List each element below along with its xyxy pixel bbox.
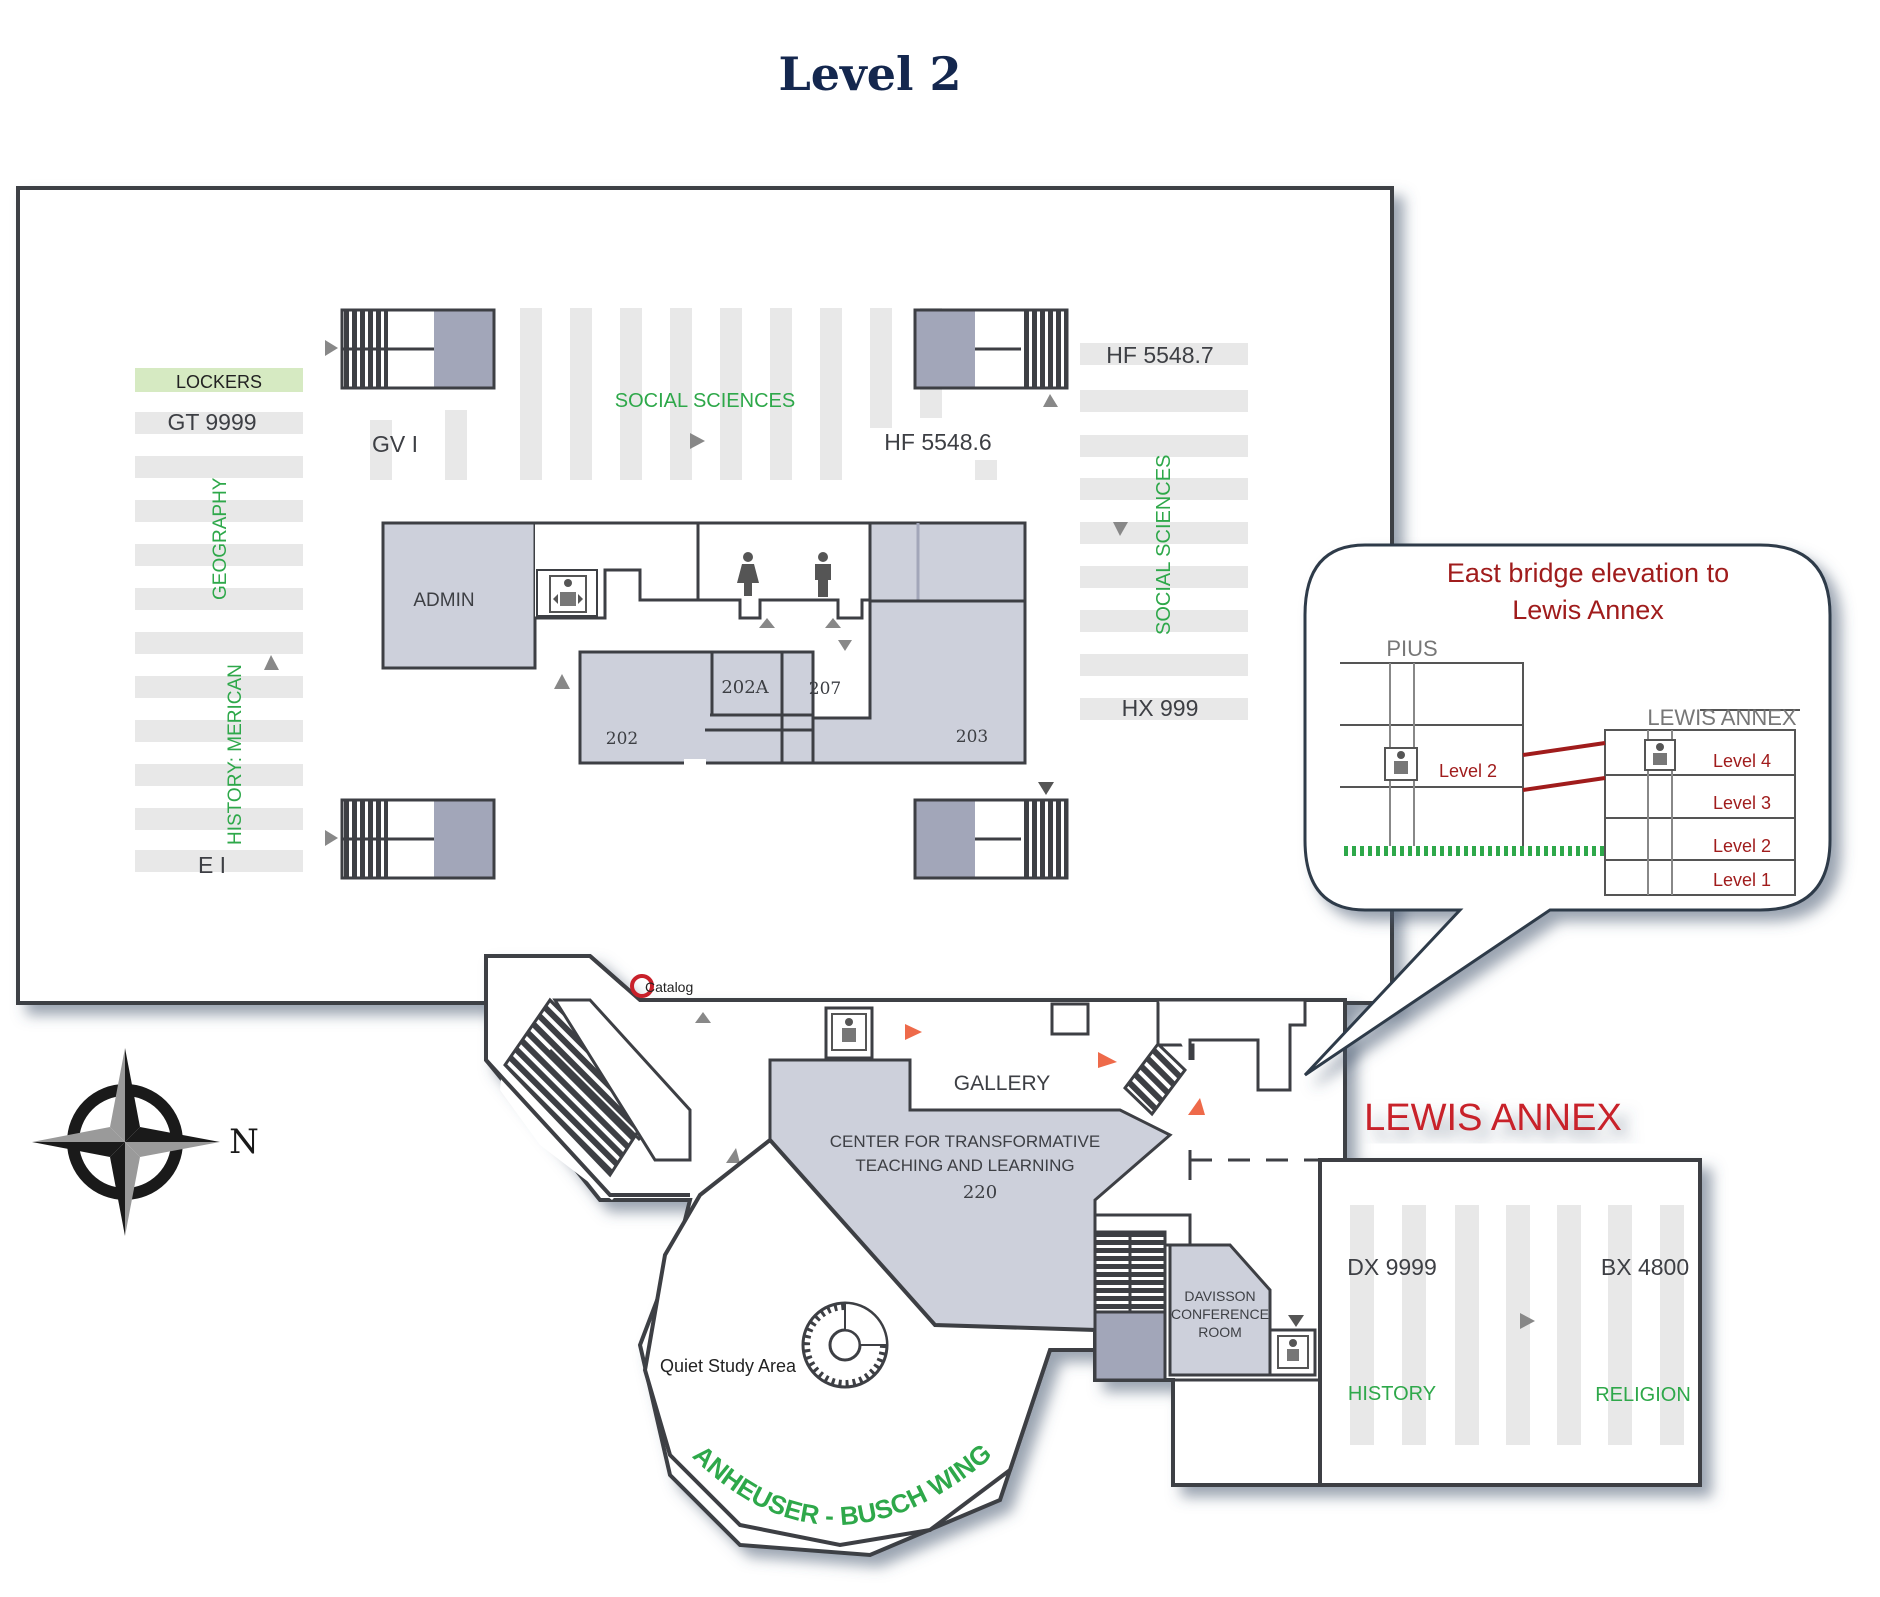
stairs-bottom-left xyxy=(340,798,496,880)
bridge-stairs xyxy=(1123,1041,1187,1117)
call-number-e: E I xyxy=(198,852,226,878)
arrow-up-icon xyxy=(264,655,279,670)
subject-geography: GEOGRAPHY xyxy=(210,477,231,600)
arrow-up-icon xyxy=(695,1012,711,1023)
subject-social-sciences-top: SOCIAL SCIENCES xyxy=(615,390,795,412)
annex-elevation xyxy=(1604,709,1800,896)
bridge-elevation-callout: East bridge elevation to Lewis Annex PIU… xyxy=(1303,543,1832,1077)
call-number-hx: HX 999 xyxy=(1122,695,1199,721)
arrow-up-icon xyxy=(1043,394,1058,407)
arrow-right-icon xyxy=(690,433,705,449)
arrow-up-orange-icon xyxy=(1188,1098,1205,1115)
room-203-upper xyxy=(868,521,1027,603)
annex-level-2: Level 2 xyxy=(1713,836,1771,856)
davisson-line3: ROOM xyxy=(1198,1324,1242,1340)
lewis-annex: DX 9999 BX 4800 HISTORY RELIGION LEWIS A… xyxy=(1318,1097,1702,1487)
call-number-hf-5548-6: HF 5548.6 xyxy=(884,429,991,455)
room-202 xyxy=(578,650,815,765)
room-admin-label: ADMIN xyxy=(413,590,474,611)
subject-history: HISTORY xyxy=(1348,1383,1436,1405)
call-number-gt: GT 9999 xyxy=(167,409,256,435)
catalog-label: Catalog xyxy=(645,979,693,995)
arrow-up-icon xyxy=(825,618,841,628)
men-restroom-icon xyxy=(815,552,831,597)
arrow-up-icon xyxy=(759,618,775,628)
subject-social-sciences-right: SOCIAL SCIENCES xyxy=(1153,455,1175,635)
callout-title-line2: Lewis Annex xyxy=(1512,595,1664,625)
arrow-right-icon xyxy=(325,830,338,846)
arrow-right-icon xyxy=(1520,1313,1535,1329)
arrow-right-orange-icon xyxy=(1098,1052,1117,1068)
left-shelving xyxy=(135,368,303,872)
spiral-stair-icon xyxy=(801,1301,889,1389)
pius-elevation xyxy=(1340,662,1524,846)
arrow-down-icon xyxy=(838,640,852,651)
bridge-line-upper xyxy=(1522,741,1606,757)
arrow-up-icon xyxy=(726,1148,740,1163)
call-number-dx: DX 9999 xyxy=(1347,1254,1437,1280)
stairs-top-left xyxy=(340,308,496,390)
room-207-label: 207 xyxy=(809,679,841,699)
room-203-label: 203 xyxy=(956,727,988,747)
women-restroom-icon xyxy=(737,552,759,596)
annex-shelving xyxy=(1350,1205,1684,1445)
diagonal-stairs xyxy=(503,997,692,1178)
top-shelving xyxy=(370,308,997,480)
callout-title-line1: East bridge elevation to xyxy=(1447,558,1729,588)
subject-religion: RELIGION xyxy=(1595,1384,1691,1406)
ctt-line2: TEACHING AND LEARNING xyxy=(855,1156,1074,1175)
gallery-label: GALLERY xyxy=(954,1072,1051,1095)
page-title: Level 2 xyxy=(778,47,961,101)
annex-level-3: Level 3 xyxy=(1713,793,1771,813)
lewis-annex-heading: LEWIS ANNEX xyxy=(1364,1097,1622,1139)
arrow-right-icon xyxy=(325,340,338,356)
room-202-label: 202 xyxy=(606,729,638,749)
catalog-logo: Catalog xyxy=(630,974,693,998)
lockers-label: LOCKERS xyxy=(176,372,262,392)
admin-room xyxy=(381,521,537,670)
call-number-hf-5548-7: HF 5548.7 xyxy=(1106,342,1213,368)
elevator-icon xyxy=(536,569,598,617)
arrow-up-icon xyxy=(554,674,570,689)
ctt-room-number: 220 xyxy=(963,1182,997,1203)
central-core xyxy=(381,521,1027,767)
pius-label: PIUS xyxy=(1386,636,1437,661)
elevator-icon xyxy=(1268,1328,1317,1377)
call-number-bx: BX 4800 xyxy=(1601,1254,1689,1280)
ctt-line1: CENTER FOR TRANSFORMATIVE xyxy=(830,1132,1100,1151)
compass-north-label: N xyxy=(229,1122,259,1162)
stairs-top-right xyxy=(913,308,1069,390)
call-number-gv: GV I xyxy=(372,431,418,457)
arrow-down-icon xyxy=(1288,1315,1304,1327)
main-floor: LOCKERS GT 9999 E I GEOGRAPHY HISTORY: M… xyxy=(16,186,1394,1005)
quiet-study-label: Quiet Study Area xyxy=(660,1356,797,1376)
lockers-area xyxy=(135,368,303,392)
subject-history-american: HISTORY: MERICAN xyxy=(225,664,246,845)
arrow-down-icon xyxy=(1113,522,1128,536)
right-shelving xyxy=(1080,343,1248,720)
center-stairs xyxy=(1093,1230,1167,1382)
ground-line xyxy=(1340,846,1605,856)
gallery-display-case xyxy=(1050,1002,1090,1036)
davisson-line1: DAVISSON xyxy=(1184,1288,1255,1304)
davisson-line2: CONFERENCE xyxy=(1171,1306,1269,1322)
elevator-icon xyxy=(824,1006,874,1060)
annex-level-1: Level 1 xyxy=(1713,870,1771,890)
room-202a-label: 202A xyxy=(721,677,769,698)
pius-level-label: Level 2 xyxy=(1439,761,1497,781)
arrow-right-orange-icon xyxy=(905,1024,922,1040)
compass-rose-icon xyxy=(32,1048,220,1236)
annex-elevation-label: LEWIS ANNEX xyxy=(1647,705,1796,730)
arrow-down-icon xyxy=(1038,782,1054,795)
stairs-bottom-right xyxy=(913,798,1069,880)
annex-level-4: Level 4 xyxy=(1713,751,1771,771)
bridge-line-lower xyxy=(1522,776,1606,792)
